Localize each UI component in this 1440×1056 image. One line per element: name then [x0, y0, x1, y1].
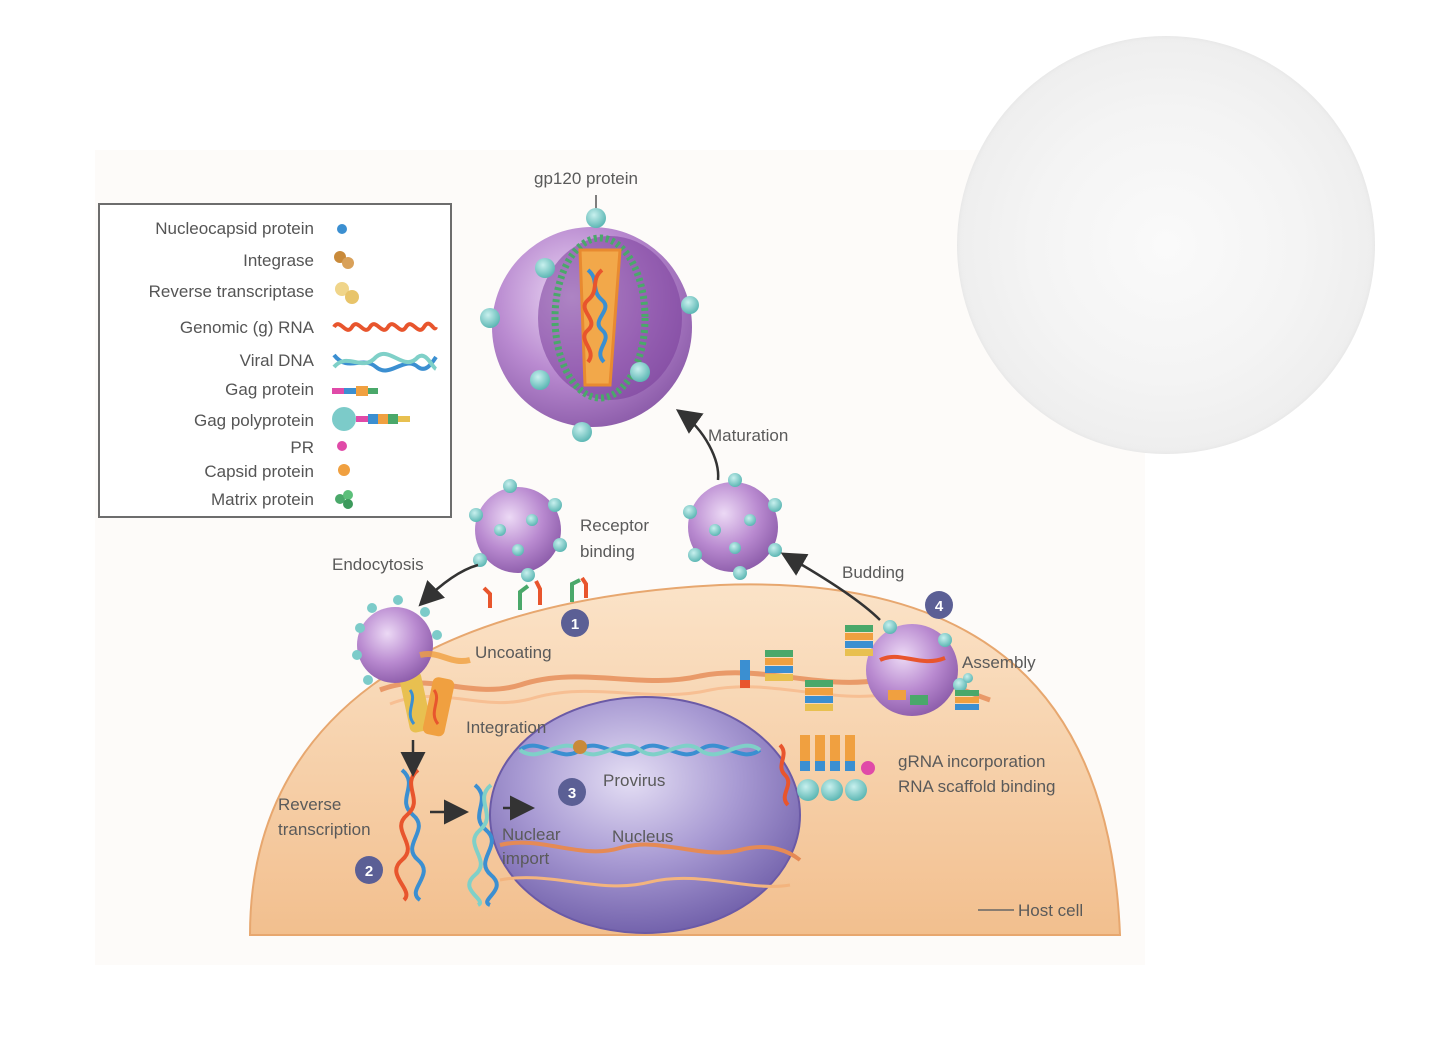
label-rna-scaffold-binding: RNA scaffold binding [898, 777, 1056, 796]
label-receptor-binding-2: binding [580, 542, 635, 561]
legend-label-reverse-transcriptase: Reverse transcriptase [148, 282, 314, 301]
legend-label-matrix-protein: Matrix protein [211, 490, 314, 509]
gag-polyprotein-icon [332, 407, 410, 431]
gag-polyprotein-stacks [740, 625, 979, 711]
label-grna-incorporation: gRNA incorporation [898, 752, 1045, 771]
label-integration: Integration [466, 718, 546, 737]
label-receptor-binding-1: Receptor [580, 516, 649, 535]
decorative-circle [957, 36, 1375, 454]
legend-label-gag-polyprotein: Gag polyprotein [193, 411, 314, 430]
mature-virion [480, 195, 699, 442]
label-provirus: Provirus [603, 771, 665, 790]
step-badge-4: 4 [925, 591, 953, 619]
integrase-icon [334, 251, 354, 269]
budding-arrow [780, 552, 881, 621]
legend-label-viral-dna: Viral DNA [239, 351, 314, 370]
label-nuclear-import-1: Nuclear [502, 825, 561, 844]
label-reverse-transcription-1: Reverse [278, 795, 341, 814]
label-nuclear-import-2: import [502, 849, 550, 868]
label-uncoating: Uncoating [475, 643, 552, 662]
assembly-virion [866, 620, 973, 716]
legend-label-capsid-protein: Capsid protein [204, 462, 314, 481]
nucleocapsid-protein-icon [337, 224, 347, 234]
svg-text:3: 3 [568, 785, 576, 802]
label-gp120: gp120 protein [534, 169, 638, 188]
legend-label-genomic-rna: Genomic (g) RNA [179, 318, 314, 337]
label-assembly: Assembly [962, 653, 1036, 672]
svg-text:1: 1 [571, 616, 579, 633]
label-host-cell: Host cell [1018, 901, 1083, 920]
legend-label-gag-protein: Gag protein [225, 380, 314, 399]
legend: Nucleocapsid protein Integrase Reverse t… [98, 203, 452, 518]
label-endocytosis: Endocytosis [332, 555, 424, 574]
label-reverse-transcription-2: transcription [278, 820, 371, 839]
legend-label-integrase: Integrase [243, 251, 314, 270]
provirus-dna [518, 740, 762, 757]
legend-label-nucleocapsid-protein: Nucleocapsid protein [155, 219, 314, 238]
gag-protein-icon [332, 386, 378, 396]
pr-icon [337, 441, 347, 451]
step-badge-3: 3 [558, 778, 586, 806]
legend-label-pr: PR [290, 438, 314, 457]
entering-virion [352, 595, 471, 685]
maturation-arrow [675, 409, 720, 481]
step-badge-1: 1 [561, 609, 589, 637]
legend-icons [332, 224, 438, 509]
viral-dna-icon [332, 352, 438, 373]
step-badge-2: 2 [355, 856, 383, 884]
matrix-protein-icon [335, 490, 353, 509]
capsid-protein-icon [338, 464, 350, 476]
svg-text:2: 2 [365, 863, 373, 880]
budding-virion [683, 473, 782, 580]
label-maturation: Maturation [708, 426, 788, 445]
step-badges: 1 2 3 4 [355, 591, 953, 884]
host-receptors [482, 576, 588, 610]
diagram-labels: gp120 protein Maturation Receptor bindin… [278, 169, 1083, 920]
endocytosis-arrow [418, 563, 479, 607]
label-budding: Budding [842, 563, 904, 582]
genomic-rna-icon [332, 321, 438, 332]
svg-text:4: 4 [935, 598, 944, 615]
label-nucleus: Nucleus [612, 827, 673, 846]
reverse-transcription-strands [394, 671, 499, 907]
grna-incorporation-region [778, 735, 875, 807]
receptor-binding-virion [469, 479, 567, 582]
reverse-transcriptase-icon [335, 282, 359, 304]
